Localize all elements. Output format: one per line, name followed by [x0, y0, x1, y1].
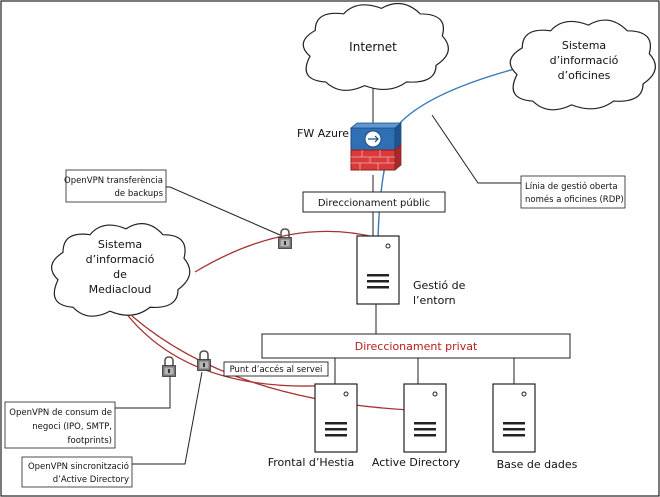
- management-line-leader: [431, 114, 522, 184]
- firewall-label: FW Azure: [297, 127, 349, 140]
- access-point-label: Punt d’accés al servei: [230, 364, 323, 375]
- vpn-ad-tunnel: [131, 315, 411, 411]
- active-directory-server-icon: [403, 383, 447, 453]
- backup-vpn-callout-line2: de backups: [115, 189, 164, 199]
- server-label-line1: Gestió de: [413, 279, 466, 292]
- management-line-callout-box: [520, 175, 626, 209]
- internet-label: Internet: [349, 40, 397, 54]
- office-cloud-label-line1: Sistema: [562, 39, 606, 52]
- public-addressing-label: Direccionament públic: [318, 197, 430, 209]
- mediacloud-label-line3: de: [113, 268, 127, 281]
- management-line-callout-line2: només a oficines (RDP): [525, 194, 624, 205]
- frontal-server-icon: [314, 383, 358, 453]
- management-server-icon: [356, 235, 400, 305]
- firewall-icon: [349, 122, 403, 171]
- server-label-line2: l’entorn: [413, 294, 456, 307]
- mediacloud-label-line1: Sistema: [98, 238, 142, 251]
- access-point-box: [223, 361, 329, 377]
- ad-vpn-callout-line2: d’Active Directory: [53, 475, 129, 485]
- public-addressing-box: [302, 191, 446, 213]
- office-cloud-label-line3: d’oficines: [558, 69, 611, 82]
- active-directory-label: Active Directory: [372, 456, 461, 469]
- database-server-icon: [492, 383, 536, 453]
- business-vpn-callout-box: [4, 401, 116, 449]
- business-vpn-callout-line2: negoci (IPO, SMTP,: [32, 422, 112, 432]
- business-vpn-callout-line3: footprints): [68, 436, 112, 446]
- mediacloud-label-line4: Mediacloud: [89, 283, 152, 296]
- backup-vpn-lock-icon: [277, 228, 293, 250]
- vpn-frontal-tunnel: [124, 311, 337, 387]
- ad-vpn-leader: [130, 371, 203, 465]
- ad-vpn-callout-line1: OpenVPN sincronització: [28, 461, 129, 472]
- ad-vpn-lock-icon: [196, 350, 212, 372]
- private-addressing-label: Direccionament privat: [355, 340, 478, 353]
- database-label: Base de dades: [497, 458, 578, 471]
- backup-vpn-callout-line1: OpenVPN transferència: [64, 175, 163, 186]
- management-line-callout-line1: Línia de gestió oberta: [525, 181, 618, 192]
- private-addressing-box: [261, 333, 571, 359]
- ad-vpn-callout-box: [21, 456, 133, 488]
- business-vpn-leader: [112, 375, 171, 409]
- backup-vpn-callout-box: [65, 169, 167, 203]
- frontal-label: Frontal d’Hestia: [268, 456, 354, 469]
- network-links: [334, 84, 515, 384]
- business-vpn-callout-line1: OpenVPN de consum de: [9, 408, 112, 418]
- business-vpn-lock-icon: [161, 356, 177, 378]
- office-cloud-label-line2: d’informació: [550, 54, 619, 67]
- mediacloud-label-line2: d’informació: [86, 253, 155, 266]
